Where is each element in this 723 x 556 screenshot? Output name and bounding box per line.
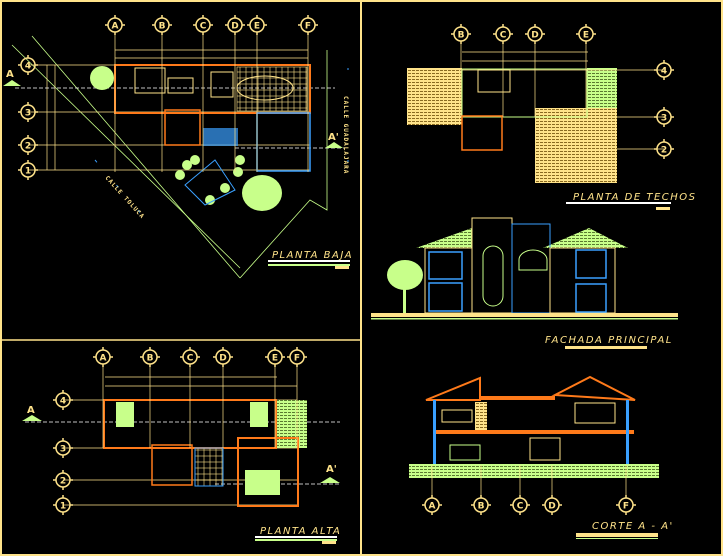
svg-text:D: D	[231, 22, 238, 32]
svg-text:2: 2	[60, 477, 66, 487]
section-a-a: CORTE A - A'	[409, 375, 674, 539]
roof-plan-grid-bubble-d: D	[525, 24, 545, 117]
svg-text:C: C	[187, 354, 194, 364]
svg-text:E: E	[254, 22, 260, 32]
roof-plan-grid-bubble-e: E	[576, 24, 596, 117]
svg-text:2: 2	[661, 146, 667, 156]
svg-text:3: 3	[60, 445, 66, 455]
svg-text:C: C	[517, 502, 524, 512]
svg-text:2: 2	[25, 142, 31, 152]
ground-floor-grid-bubble-4: 4	[18, 55, 38, 75]
svg-text:A: A	[429, 502, 436, 512]
svg-text:B: B	[458, 31, 465, 41]
roof-plan-grid-bubble-4: 4	[654, 60, 674, 80]
roof-plan-grid-bubble-c: C	[493, 24, 513, 117]
svg-text:C: C	[500, 31, 507, 41]
section-mark-end: A'	[328, 132, 339, 143]
svg-text:D: D	[548, 502, 555, 512]
section-grid-bubble-c: C	[510, 465, 530, 515]
ground-floor-grid-bubble-2: 2	[18, 135, 38, 155]
section-grid-bubble-f: F	[616, 465, 636, 515]
svg-text:B: B	[478, 502, 485, 512]
roof-plan: PLANTA DE TECHOS	[407, 51, 696, 210]
roof-plan-title: PLANTA DE TECHOS	[573, 192, 696, 203]
svg-text:B: B	[159, 22, 166, 32]
ground-floor-grid-bubble-e: E	[247, 15, 267, 172]
svg-text:E: E	[272, 354, 278, 364]
svg-text:3: 3	[661, 114, 667, 124]
ground-floor-title: PLANTA BAJA	[272, 250, 353, 261]
roof-plan-grid-bubble-3: 3	[654, 107, 674, 127]
upper-floor-grid-bubble-b: B	[140, 347, 160, 448]
upper-floor-grid-bubble-e: E	[265, 347, 285, 448]
section-mark-start: A	[6, 69, 14, 80]
svg-text:D: D	[219, 354, 226, 364]
roof-plan-grid-bubble-b: B	[451, 24, 471, 117]
svg-text:A: A	[100, 354, 107, 364]
section-title: CORTE A - A'	[592, 521, 674, 532]
front-facade: FACHADA PRINCIPAL	[371, 217, 678, 349]
svg-text:C: C	[200, 22, 207, 32]
svg-text:4: 4	[661, 67, 667, 77]
upper-floor-grid-bubble-a: A	[93, 347, 113, 448]
ground-floor-grid-bubble-3: 3	[18, 102, 38, 122]
section-mark-start-upper: A	[27, 405, 35, 416]
roof-plan-grid-bubble-2: 2	[654, 139, 674, 159]
section-mark-end-upper: A'	[326, 464, 337, 475]
street-label-left: CALLE TOLUCA	[104, 175, 146, 221]
section-grid-bubble-a: A	[422, 465, 442, 515]
ground-floor-grid-bubble-1: 1	[18, 160, 38, 180]
svg-text:4: 4	[25, 62, 31, 72]
svg-text:3: 3	[25, 109, 31, 119]
upper-floor-grid-bubble-3: 3	[53, 438, 73, 458]
upper-floor-title: PLANTA ALTA	[260, 526, 341, 537]
facade-title: FACHADA PRINCIPAL	[545, 335, 673, 346]
section-grid-bubble-b: B	[471, 465, 491, 515]
ground-floor-grid-bubble-d: D	[225, 15, 245, 172]
upper-floor-grid-bubble-f: F	[287, 347, 307, 448]
ground-floor-plan: CALLE TOLUCA CALLE GUADALAJARA A A' PLAN…	[3, 35, 353, 279]
street-label-right: CALLE GUADALAJARA	[342, 96, 349, 174]
svg-text:F: F	[305, 22, 311, 32]
svg-text:D: D	[531, 31, 538, 41]
upper-floor-grid-bubble-2: 2	[53, 470, 73, 490]
ground-floor-grid-bubble-b: B	[152, 15, 172, 172]
svg-text:1: 1	[60, 502, 66, 512]
upper-floor-plan: A A' PLANTA ALTA	[22, 376, 341, 544]
upper-floor-grid-bubble-d: D	[213, 347, 233, 448]
svg-text:F: F	[623, 502, 629, 512]
svg-text:A: A	[112, 22, 119, 32]
svg-text:E: E	[583, 31, 589, 41]
ground-floor-grid-bubble-a: A	[105, 15, 125, 172]
ground-floor-grid-bubble-c: C	[193, 15, 213, 172]
svg-text:4: 4	[60, 397, 66, 407]
svg-text:F: F	[294, 354, 300, 364]
upper-floor-grid-bubble-1: 1	[53, 495, 73, 515]
upper-floor-grid-bubble-4: 4	[53, 390, 73, 410]
svg-text:B: B	[147, 354, 154, 364]
section-grid-bubble-d: D	[542, 465, 562, 515]
svg-text:1: 1	[25, 167, 31, 177]
ground-floor-grid-bubble-f: F	[298, 15, 318, 172]
upper-floor-grid-bubble-c: C	[180, 347, 200, 448]
